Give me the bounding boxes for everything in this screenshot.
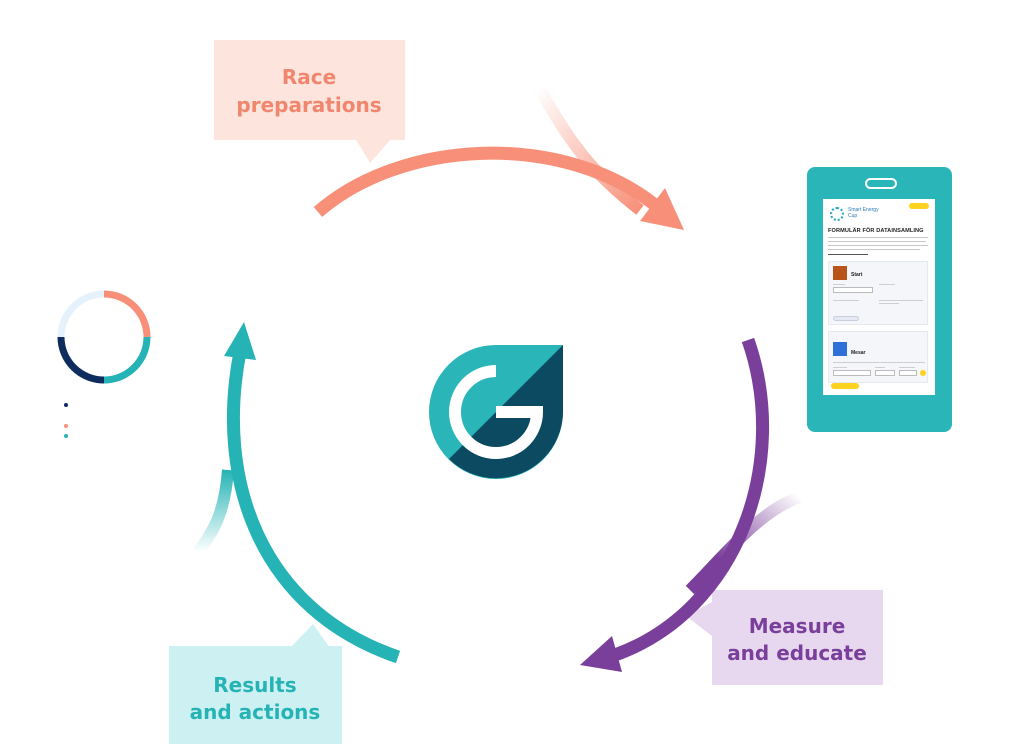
progress-ring-widget <box>57 290 151 384</box>
bubble-results-actions: Results and actions <box>169 624 342 744</box>
play-icon <box>833 266 847 280</box>
phone-start-title: Start <box>851 272 863 278</box>
phone-text-line <box>828 241 926 243</box>
phone-add-icon[interactable] <box>920 370 926 376</box>
phone-input-field[interactable] <box>899 370 917 376</box>
phone-form-title: FORMULÄR FÖR DATAINSAMLING <box>828 228 924 234</box>
phone-panel-measure: Mesar <box>828 331 928 383</box>
phone-select-field[interactable] <box>875 370 895 376</box>
bubble-measure-line2: and educate <box>727 641 867 665</box>
phone-mockup: Smart Energy Cup FORMULÄR FÖR DATAINSAML… <box>807 167 952 432</box>
phone-text-line <box>828 237 928 239</box>
phone-cta-button[interactable] <box>831 383 859 389</box>
bubble-race-preparations: Race preparations <box>214 40 405 163</box>
smart-energy-cup-mark-icon <box>830 207 844 221</box>
phone-text-line <box>879 284 895 286</box>
phone-input-field[interactable] <box>833 287 873 293</box>
bubble-results-line1: Results <box>213 673 296 697</box>
phone-panel-start: Start <box>828 261 928 325</box>
bubble-race-line2: preparations <box>236 93 381 117</box>
phone-text-line <box>833 300 859 302</box>
smart-energy-cup-logo: Smart Energy Cup <box>830 207 930 223</box>
bubble-measure-line1: Measure <box>749 614 846 638</box>
bubble-race-line1: Race <box>282 65 336 89</box>
phone-text-line <box>899 367 915 369</box>
arrow-measure-to-results <box>580 337 803 672</box>
truck-icon <box>833 342 847 356</box>
phone-text-line <box>828 249 920 251</box>
phone-screen: Smart Energy Cup FORMULÄR FÖR DATAINSAML… <box>823 199 935 395</box>
phone-text-line <box>875 367 885 369</box>
phone-pill-button[interactable] <box>833 316 859 321</box>
bubble-results-line2: and actions <box>190 700 321 724</box>
bubble-measure-educate: Measure and educate <box>686 590 883 685</box>
phone-input-field[interactable] <box>833 370 871 376</box>
phone-speaker-slot <box>865 178 897 189</box>
arrow-race-to-measure <box>313 84 684 230</box>
phone-text-line <box>879 303 899 305</box>
arrow-results-to-race <box>193 322 401 664</box>
smart-energy-g-logo-icon <box>429 345 563 479</box>
phone-text-line <box>828 245 928 247</box>
phone-text-line <box>833 367 847 369</box>
phone-text-line <box>879 300 923 302</box>
phone-text-line <box>828 254 868 256</box>
phone-badge <box>909 203 929 209</box>
phone-text-line <box>833 362 925 364</box>
legend-dots <box>64 403 68 438</box>
phone-measure-title: Mesar <box>851 350 866 356</box>
smart-energy-cup-brand: Smart Energy Cup <box>848 207 879 219</box>
phone-text-line <box>833 284 845 286</box>
